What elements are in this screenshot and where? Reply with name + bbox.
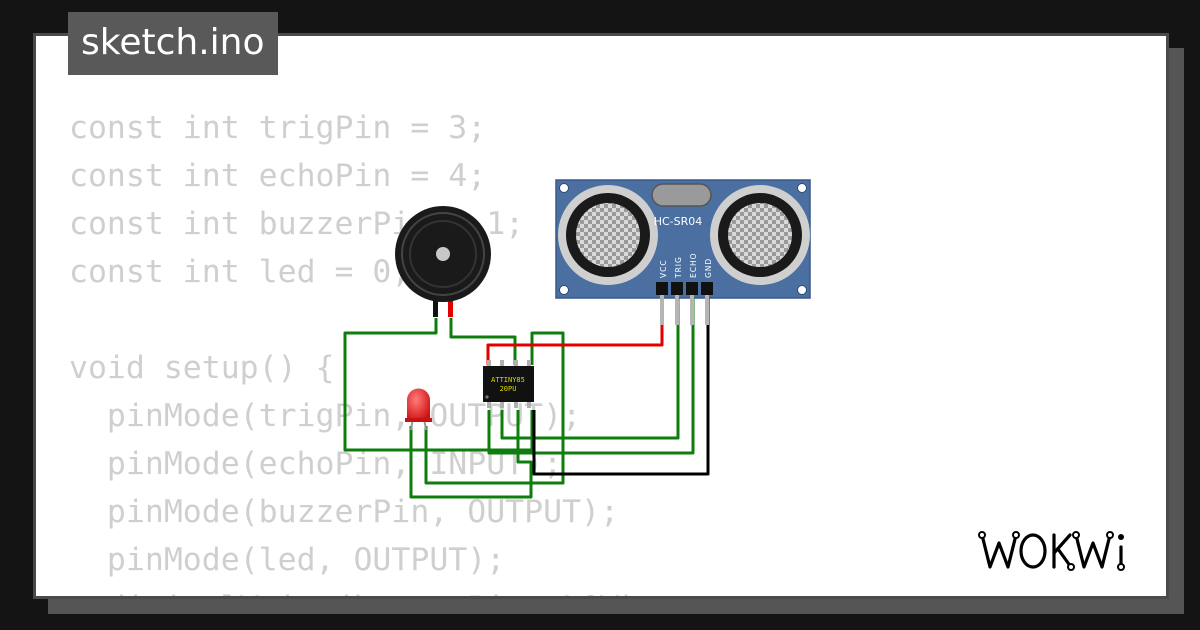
hc-sr04-sensor[interactable]: HC-SR04 VCC TRIG ECHO GND bbox=[555, 179, 811, 325]
code-line: void setup() { bbox=[69, 350, 335, 386]
preview-card: const int trigPin = 3; const int echoPin … bbox=[33, 33, 1169, 599]
file-tab[interactable]: sketch.ino bbox=[68, 12, 279, 75]
pin-label-echo: ECHO bbox=[689, 252, 698, 278]
wire-gnd[interactable] bbox=[532, 296, 710, 476]
wokwi-logo-mark bbox=[978, 531, 1125, 571]
code-line: pinMode(trigPin, OUTPUT); bbox=[69, 398, 582, 434]
chip-label: ATTINY85 bbox=[491, 376, 525, 384]
attiny85-chip[interactable]: ATTINY85 20PU bbox=[483, 360, 534, 408]
wire-buzzer-signal[interactable] bbox=[449, 318, 517, 365]
sensor-model-label: HC-SR04 bbox=[654, 215, 703, 228]
wire-chip-loop[interactable] bbox=[424, 331, 565, 485]
wire-echo[interactable] bbox=[487, 296, 695, 455]
red-led[interactable] bbox=[405, 388, 432, 431]
chip-sublabel: 20PU bbox=[500, 385, 517, 393]
code-listing: const int trigPin = 3; const int echoPin … bbox=[69, 104, 657, 596]
pin-label-vcc: VCC bbox=[659, 259, 668, 278]
wire-trig[interactable] bbox=[500, 296, 680, 440]
pin-label-trig: TRIG bbox=[674, 256, 683, 279]
code-line: const int trigPin = 3; bbox=[69, 110, 487, 146]
code-line: pinMode(led, OUTPUT); bbox=[69, 542, 506, 578]
pin-label-gnd: GND bbox=[704, 258, 713, 278]
code-line: digitalWrite(buzzerPin, LOW); bbox=[69, 584, 657, 596]
code-line: pinMode(buzzerPin, OUTPUT); bbox=[69, 494, 619, 530]
code-line: const int echoPin = 4; bbox=[69, 158, 487, 194]
wokwi-logo bbox=[978, 523, 1150, 579]
buzzer[interactable] bbox=[395, 206, 491, 317]
wire-buzzer-ground[interactable] bbox=[343, 318, 534, 452]
